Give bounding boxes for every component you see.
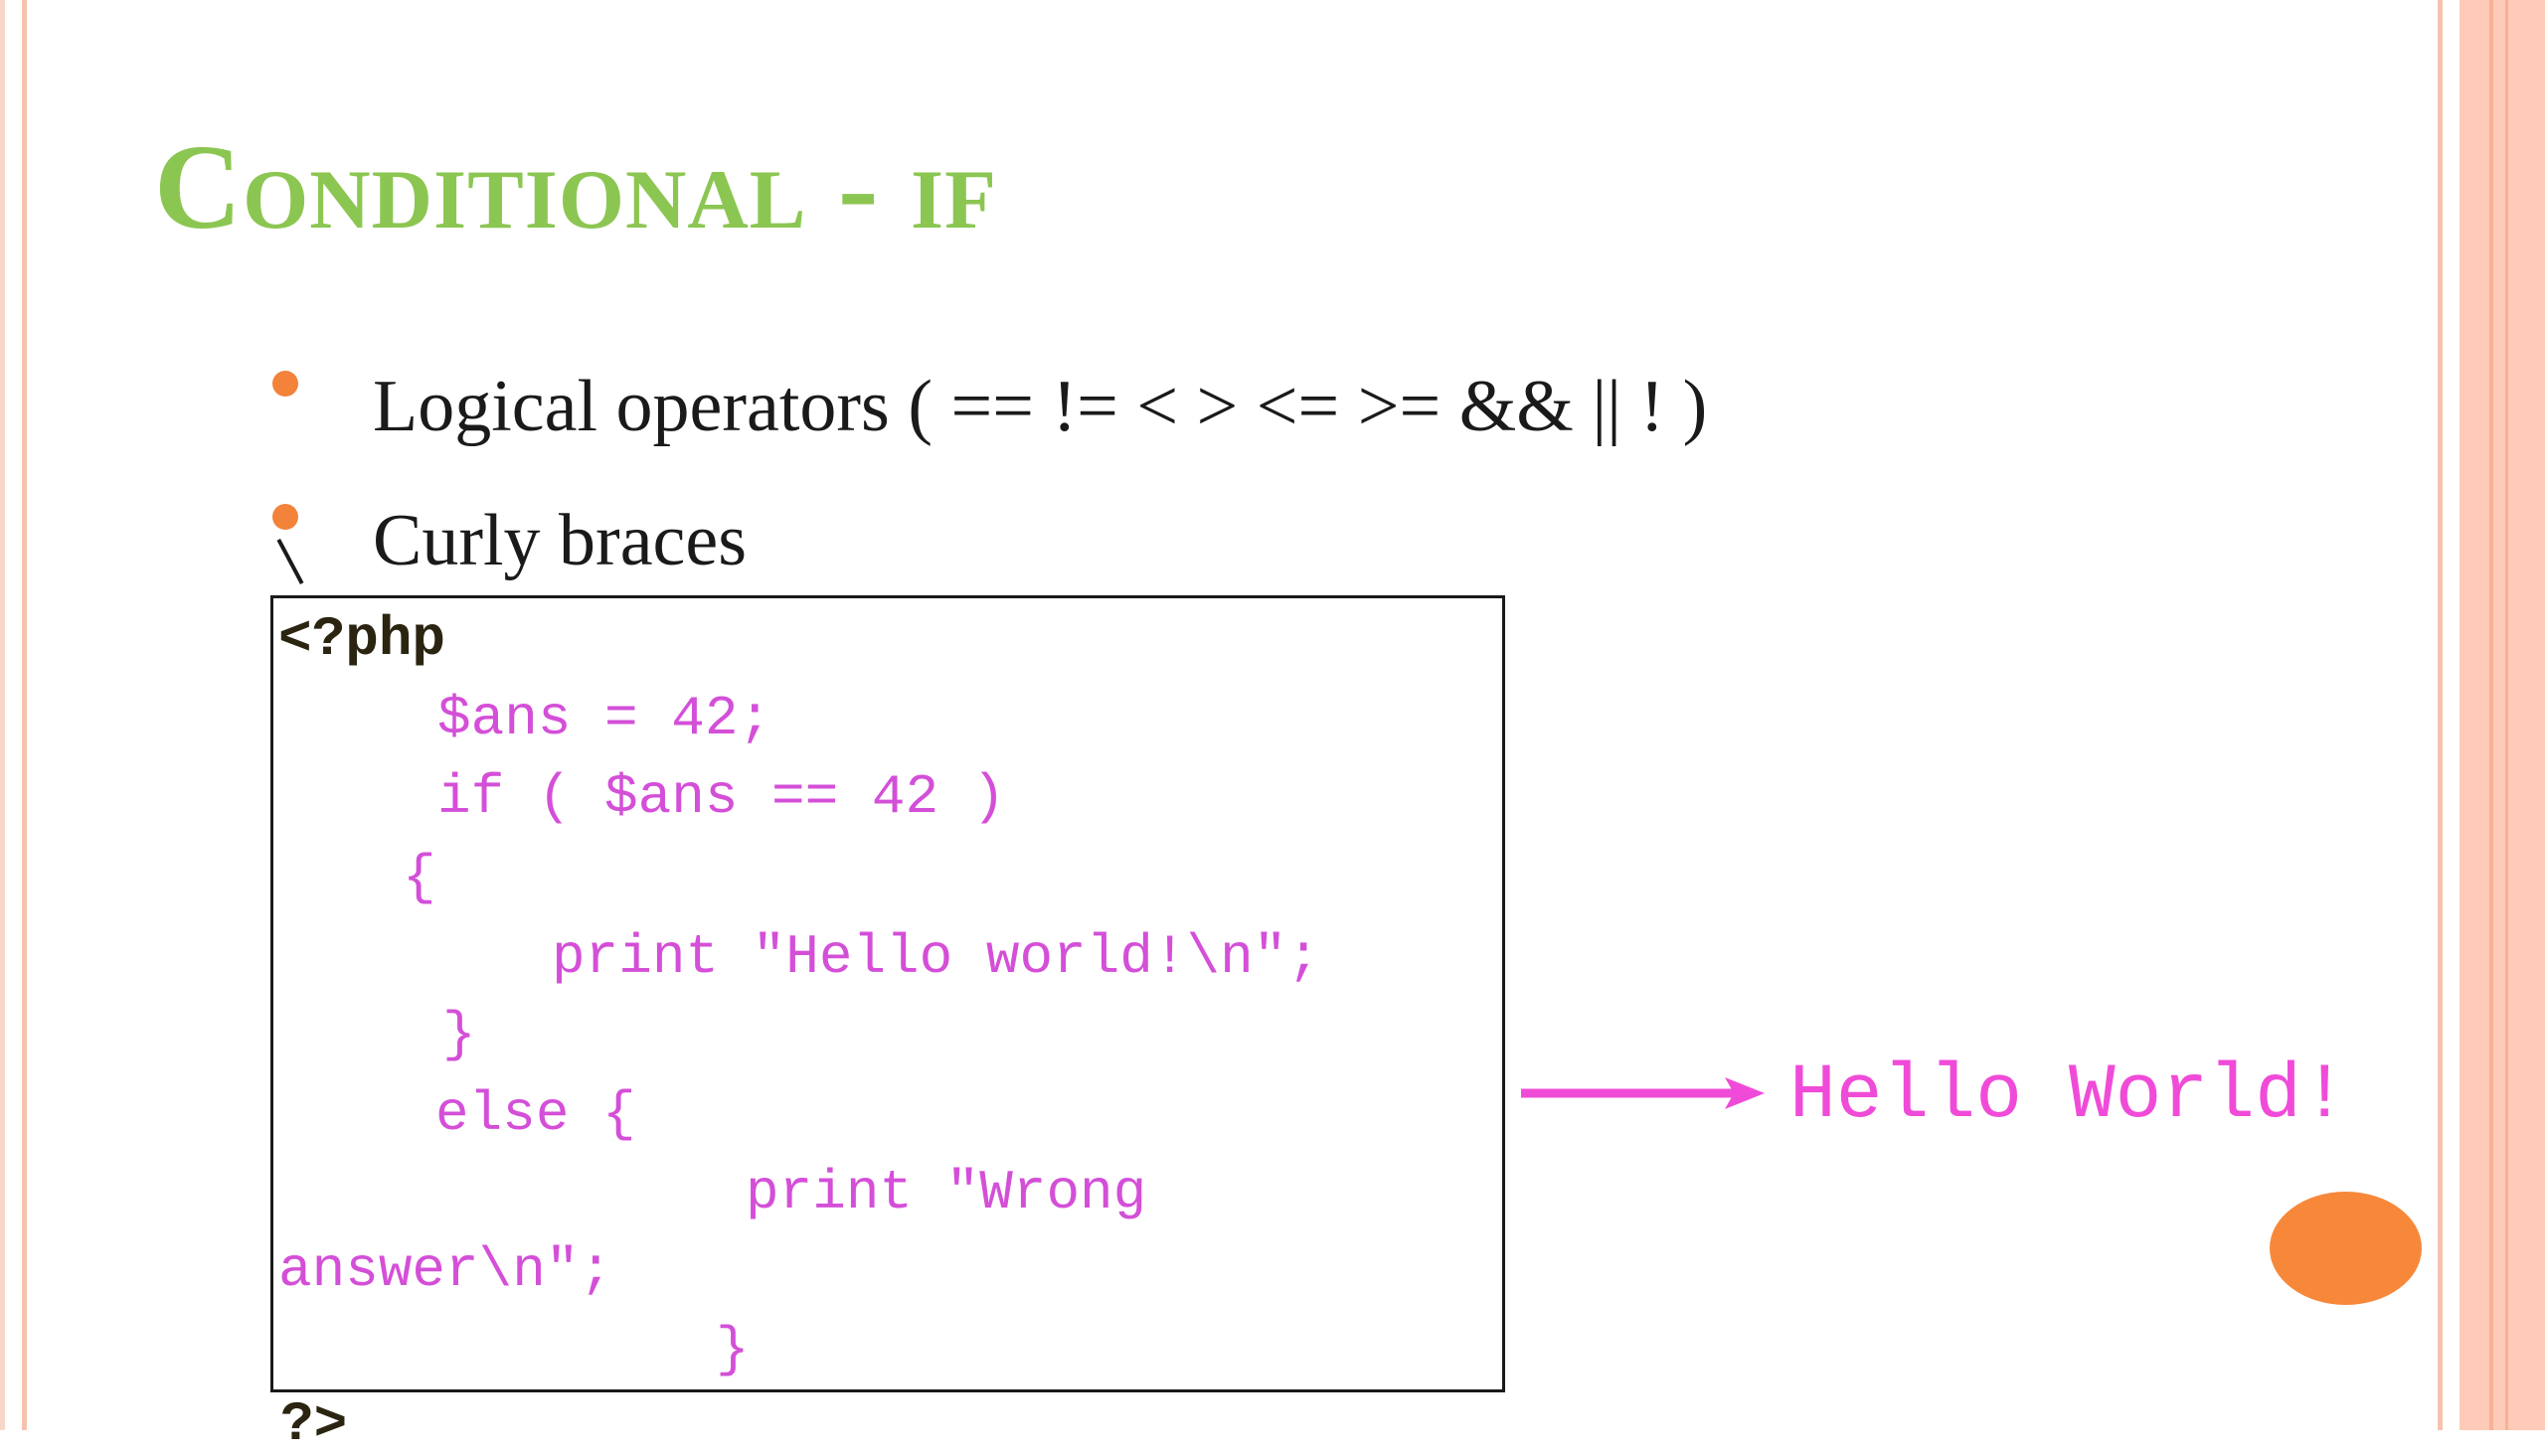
- code-line: if ( $ans == 42 ): [437, 765, 1006, 829]
- code-line: }: [442, 1003, 476, 1066]
- slide-frame-left-line: [22, 0, 27, 1430]
- arrow-right-icon: [1521, 1077, 1765, 1109]
- bullet-curly-braces: Curly braces: [373, 500, 748, 581]
- code-line: print "Wrong: [746, 1161, 1147, 1224]
- code-box: [270, 595, 1505, 1392]
- bullet-dot-icon: [272, 504, 298, 530]
- code-line: else {: [435, 1082, 636, 1146]
- code-line: print "Hello world!\n";: [552, 925, 1320, 989]
- stray-backslash-mark: [276, 538, 304, 585]
- slide-title: Conditional - if: [154, 120, 998, 254]
- code-line: }: [716, 1318, 750, 1381]
- code-line: answer\n";: [278, 1238, 613, 1302]
- output-hello-world: Hello World!: [1789, 1052, 2348, 1140]
- code-line: {: [403, 846, 436, 909]
- bullet-logical-operators: Logical operators ( == != < > <= >= && |…: [373, 366, 1708, 447]
- orange-ellipse-decoration: [2270, 1192, 2422, 1305]
- php-open-tag: <?php: [278, 607, 446, 671]
- bullet-dot-icon: [272, 371, 298, 397]
- code-line: $ans = 42;: [437, 687, 772, 750]
- slide-frame-right-line: [2438, 0, 2443, 1430]
- slide-frame-right-band: [2460, 0, 2545, 1430]
- php-close-tag: ?>: [280, 1392, 348, 1456]
- slide-frame-left-edge: [0, 0, 5, 1430]
